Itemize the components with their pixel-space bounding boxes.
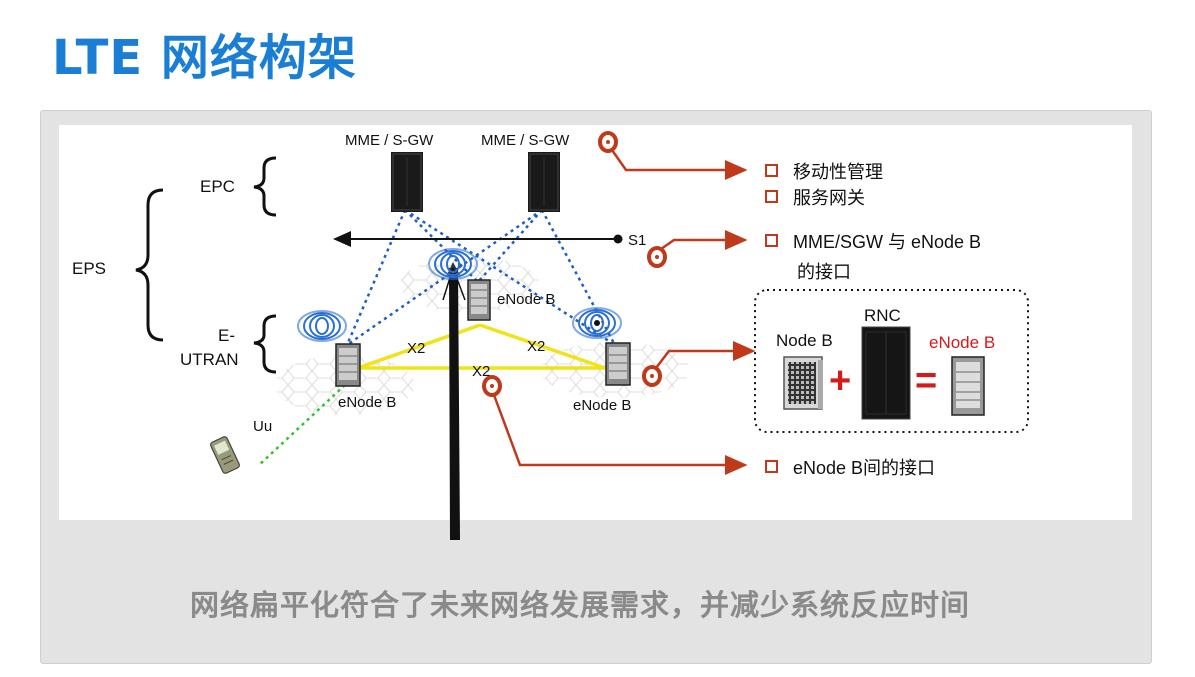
bullet-x2-interface-text: eNode B间的接口 <box>793 458 936 478</box>
enodeb-result-icon <box>951 356 985 416</box>
callout-mme <box>598 131 748 180</box>
enodeb-left-label: eNode B <box>338 394 397 411</box>
mme-server-left <box>391 152 423 212</box>
antenna-left-icon <box>297 310 347 342</box>
enodeb-top-label: eNode B <box>497 291 556 308</box>
bullet-mobility-text: 移动性管理 <box>793 162 883 182</box>
eps-brace <box>135 188 164 342</box>
bullet-s1-interface-line2: 的接口 <box>797 262 851 282</box>
eps-label: EPS <box>72 259 107 278</box>
enodeb-top-unit <box>467 279 491 321</box>
uu-link <box>257 384 346 467</box>
x2-right-label: X2 <box>527 338 546 355</box>
eutran-label-line1: E- <box>218 326 235 345</box>
s1-endpoint <box>613 234 623 244</box>
x2-links <box>357 323 606 370</box>
plus-sign: + <box>829 360 852 402</box>
antenna-right-icon <box>572 307 622 339</box>
bullet-square-icon <box>765 234 778 247</box>
bullet-square-icon <box>765 460 778 473</box>
bullet-gateway-text: 服务网关 <box>793 188 865 208</box>
enodeb-result-label: eNode B <box>929 333 996 352</box>
antenna-top-icon <box>428 248 478 280</box>
mobile-phone-icon <box>210 436 240 474</box>
callout-enodeb <box>642 341 756 387</box>
pointer-mast <box>442 262 466 540</box>
eutran-label-line2: UTRAN <box>180 350 239 369</box>
equals-sign: = <box>915 360 938 402</box>
callout-x2 <box>482 375 748 475</box>
enodeb-left-unit <box>335 343 361 387</box>
x2-bottom-label: X2 <box>472 363 491 380</box>
node-b-icon <box>783 356 823 410</box>
mme-left-label: MME / S-GW <box>345 132 434 149</box>
callout-s1 <box>647 230 748 268</box>
epc-brace <box>253 156 277 217</box>
bullet-square-icon <box>765 190 778 203</box>
enodeb-right-unit <box>605 342 631 386</box>
rnc-label: RNC <box>864 306 901 325</box>
s1-label: S1 <box>628 232 647 249</box>
page-title: LTE 网络构架 <box>52 30 357 86</box>
uu-label: Uu <box>253 418 273 435</box>
eutran-brace <box>253 314 277 374</box>
rnc-icon <box>861 326 911 420</box>
bullet-x2-interface: eNode B间的接口 <box>765 455 935 481</box>
enodeb-right-label: eNode B <box>573 397 632 414</box>
bullet-square-icon <box>765 164 778 177</box>
bullet-s1-interface: MME/SGW 与 eNode B <box>765 229 981 255</box>
mme-server-right <box>528 152 560 212</box>
mme-right-label: MME / S-GW <box>481 132 570 149</box>
node-b-label: Node B <box>776 331 833 350</box>
bullet-mobility: 移动性管理 <box>765 159 883 185</box>
epc-label: EPC <box>200 177 235 196</box>
x2-left-label: X2 <box>407 340 426 357</box>
bullet-s1-interface-text: MME/SGW 与 eNode B <box>793 232 982 252</box>
footer-statement: 网络扁平化符合了未来网络发展需求，并减少系统反应时间 <box>190 588 971 622</box>
bullet-gateway: 服务网关 <box>765 185 865 211</box>
